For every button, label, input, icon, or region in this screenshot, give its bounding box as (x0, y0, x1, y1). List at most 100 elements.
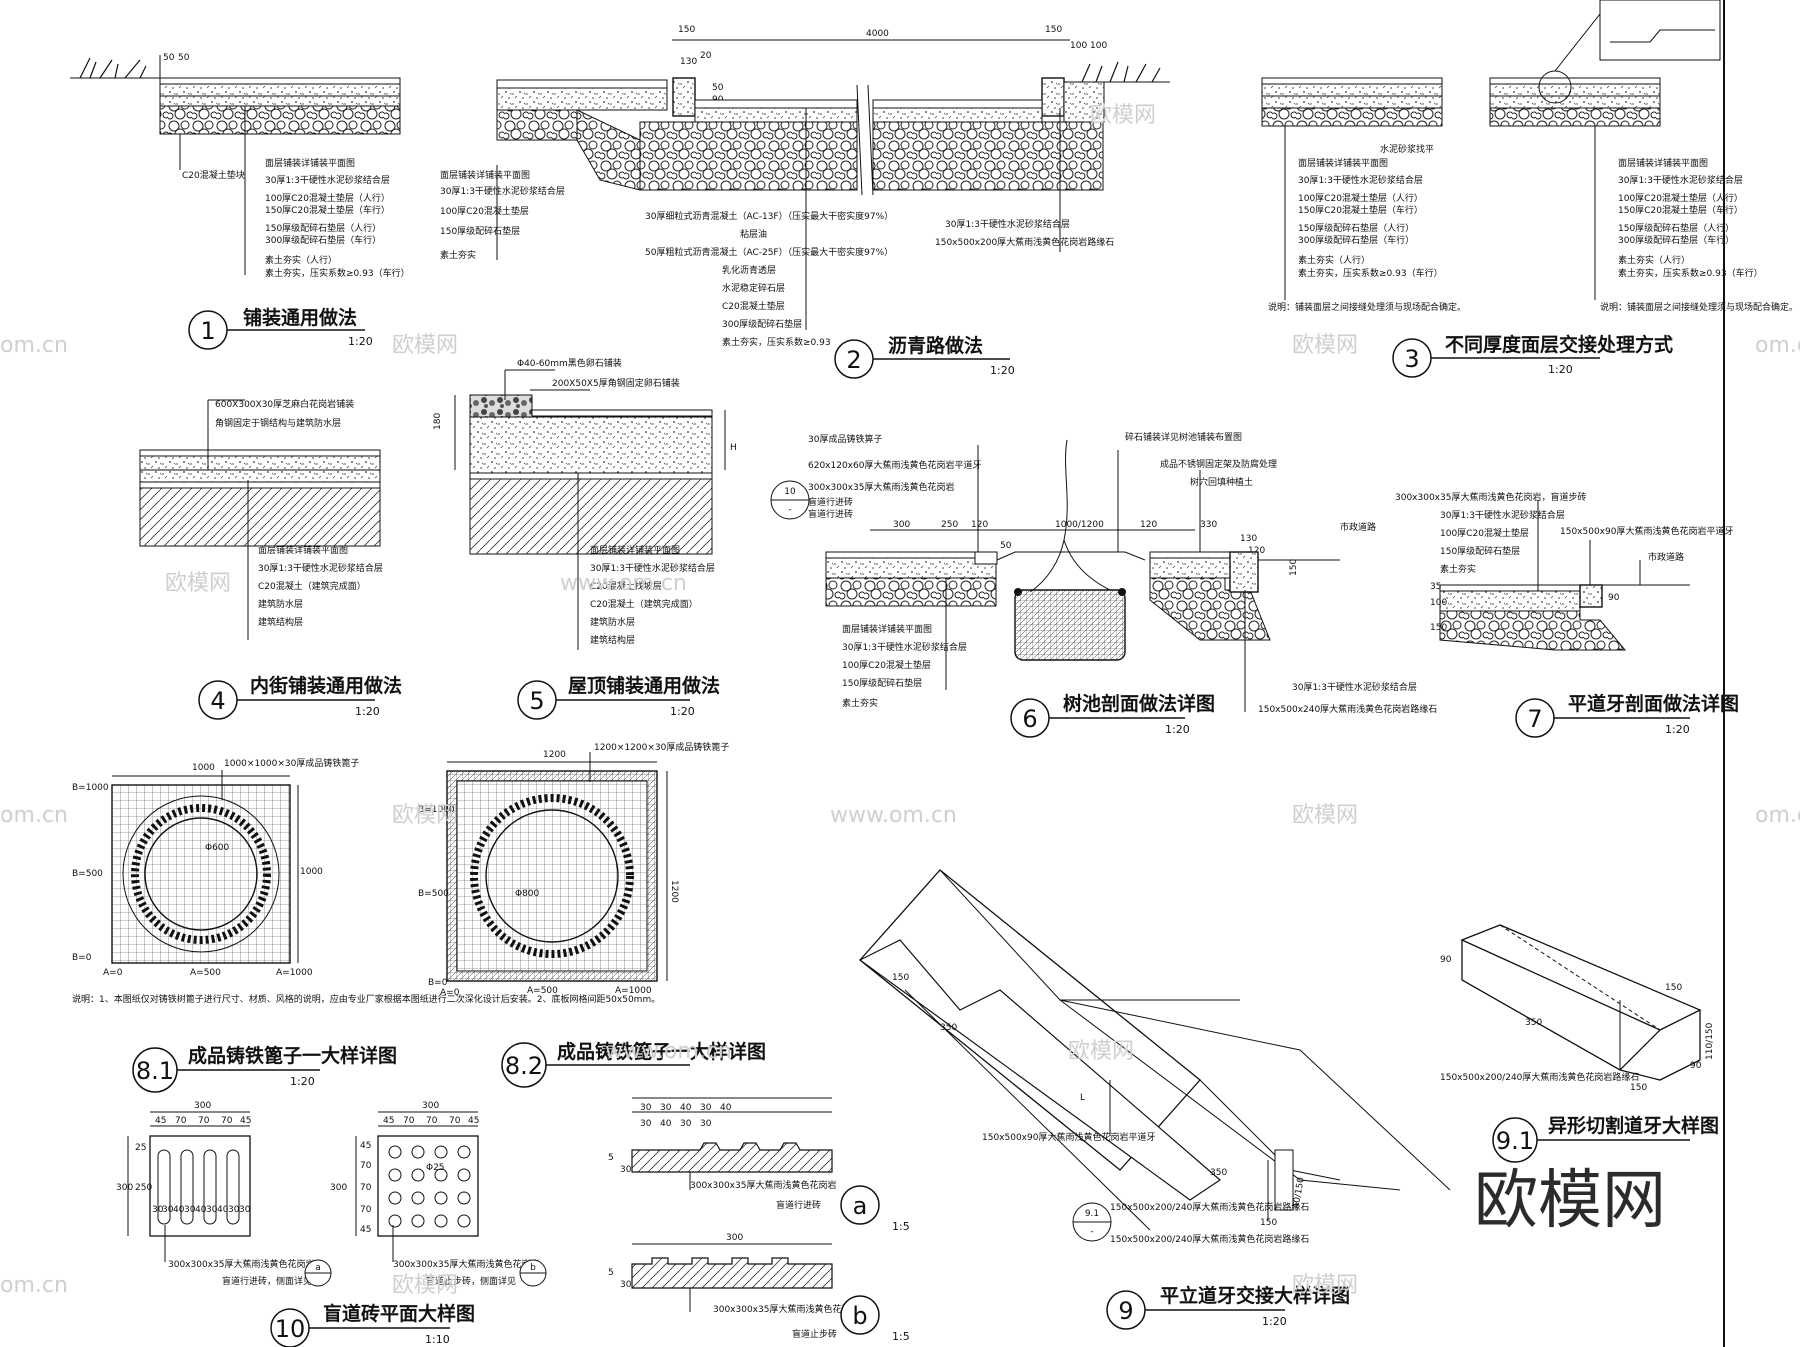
wm-5: om.cn (1755, 333, 1800, 358)
d4-label-1: 角钢固定于钢结构与建筑防水层 (215, 417, 341, 429)
d6-label-2: 300x300x35厚大蕉雨浅黄色花岗岩 (808, 481, 954, 493)
d81-dim-5: A=0 (103, 968, 123, 978)
d6-dim-4: 120 (1140, 520, 1157, 530)
d6-callout-top: 10 (784, 487, 796, 497)
d7-title: 平道牙剖面做法详图 (1568, 692, 1739, 715)
wm-8: om.cn (0, 803, 68, 828)
d9-dim-1: 350 (940, 1023, 957, 1033)
d1-dim-1: 50 (163, 53, 175, 63)
d81-label-1: Φ600 (205, 843, 230, 853)
d82-number: 8.2 (505, 1052, 543, 1080)
d82-dim-4: B=0 (428, 978, 448, 988)
d6-dim-8: 150 (1289, 559, 1299, 576)
db-dim-1: 5 (608, 1268, 614, 1278)
d3-label-3: 150厚C20混凝土垫层（车行） (1298, 204, 1423, 216)
d1-label-1: 面层铺装详铺装平面图 (265, 157, 355, 169)
d5-label-4: C20混凝土找坡层 (590, 580, 662, 592)
d3-label-1b: 30厚1:3干硬性水泥砂浆结合层 (1618, 174, 1743, 186)
d1-title-block: 1 铺装通用做法 1:20 (188, 306, 373, 350)
d10b-left-2: 70 (360, 1183, 372, 1193)
d10b-top-3: 70 (426, 1116, 438, 1126)
d91-dim-0: 90 (1440, 955, 1452, 965)
d5-label-1: 200X50X5厚角钢固定卵石铺装 (552, 377, 680, 389)
wm-11: 欧模网 (1292, 803, 1358, 828)
d3-label-8: 水泥砂浆找平 (1380, 143, 1434, 155)
d6-label-6: 30厚1:3干硬性水泥砂浆结合层 (842, 641, 967, 653)
d10a-top-1: 45 (155, 1116, 166, 1126)
d10a-bot-5: 30 (206, 1205, 218, 1215)
d7-scale: 1:20 (1665, 723, 1690, 736)
da-dim-10: 30 (620, 1165, 632, 1175)
d2-label-3: 150厚级配碎石垫层 (440, 225, 520, 237)
d4-label-0: 600X300X30厚芝麻白花岗岩铺装 (215, 398, 354, 410)
db-label-1: 盲道止步砖 (792, 1328, 837, 1340)
d6-label-0: 30厚成品铸铁箅子 (808, 433, 882, 445)
d6-callout-bottom: - (788, 505, 791, 515)
d9-label-1: 150x500x200/240厚大蕉雨浅黄色花岗岩路缘石 (1110, 1201, 1309, 1213)
detail-8-1: 1000 1000 B=1000 B=500 B=0 A=0 A=500 A=1… (72, 757, 660, 1093)
d4-label-6: 建筑结构层 (258, 616, 303, 628)
d10a-bot-6: 40 (217, 1205, 229, 1215)
da-dim-2: 40 (680, 1103, 692, 1113)
d6-label-15: 150x500x240厚大蕉雨浅黄色花岗岩路缘石 (1258, 703, 1437, 715)
d6-label-3: 盲道行进砖 (808, 496, 853, 508)
d1-scale: 1:20 (348, 335, 373, 348)
d81-dim-0: 1000 (192, 763, 215, 773)
d5-dim-1: H (730, 443, 737, 453)
wm-14: www.om.cn (605, 1039, 732, 1064)
d4-number: 4 (210, 687, 225, 715)
d9-title-block: 9 平立道牙交接大样详图 1:20 (1106, 1284, 1350, 1330)
wm-3: 欧模网 (1292, 333, 1358, 358)
d3-title-block: 3 不同厚度面层交接处理方式 1:20 (1392, 333, 1673, 378)
d1-dim-2: 50 (178, 53, 190, 63)
detail-b: 300 5 30 300x300x35厚大蕉雨浅黄色花岗岩 盲道止步砖 b 1:… (608, 1233, 910, 1343)
d81-title-block: 8.1 成品铸铁篦子一大样详图 1:20 (132, 1044, 397, 1093)
d2-label-12: 素土夯实，压实系数≥0.93 (722, 336, 831, 348)
d10a-top-3: 70 (198, 1116, 210, 1126)
da-dim-6: 40 (660, 1119, 672, 1129)
d3-label-5: 300厚级配碎石垫层（车行） (1298, 234, 1414, 246)
d7-label-0: 300x300x35厚大蕉雨浅黄色花岗岩，盲道步砖 (1395, 491, 1586, 503)
detail-1: 50 50 C20混凝土垫块 面层铺装详铺装平面图 30厚1:3干硬性水泥砂浆结… (70, 53, 410, 350)
d2-label-0: 面层铺装详铺装平面图 (440, 169, 530, 181)
d3-scale: 1:20 (1548, 363, 1573, 376)
d82-label-0: 1200×1200×30厚成品铸铁篦子 (594, 741, 729, 753)
d2-dim-0: 150 (678, 25, 695, 35)
d7-dim-1: 100 (1430, 598, 1447, 608)
da-dim-0: 30 (640, 1103, 652, 1113)
wm-4: om.cn (0, 333, 68, 358)
d91-title-block: 9.1 异形切割道牙大样图 (1492, 1114, 1719, 1163)
d2-label-4: 素土夯实 (440, 249, 476, 261)
da-dim-7: 30 (680, 1119, 692, 1129)
d81-title: 成品铸铁篦子一大样详图 (188, 1044, 397, 1067)
d6-dim-5: 330 (1200, 520, 1217, 530)
d3-label-1: 30厚1:3干硬性水泥砂浆结合层 (1298, 174, 1423, 186)
detail-6: 300 250 120 1000/1200 120 330 130 120 15… (770, 431, 1437, 738)
detail-9: 150 350 L 350 150 40/150 150x500x90厚大蕉雨浅… (858, 869, 1451, 1330)
d1-label-4: 150厚C20混凝土垫层（车行） (265, 204, 390, 216)
da-dim-9: 5 (608, 1153, 614, 1163)
d3-label-4: 150厚级配碎石垫层（人行） (1298, 222, 1414, 234)
da-label-1: 盲道行进砖 (776, 1199, 821, 1211)
d6-title: 树池剖面做法详图 (1063, 692, 1215, 715)
d1-label-3: 100厚C20混凝土垫层（人行） (265, 192, 390, 204)
d6-dim-6: 130 (1240, 534, 1257, 544)
d2-label-2: 100厚C20混凝土垫层 (440, 205, 529, 217)
d82-title-block: 8.2 成品铸铁篦子一大样详图 (501, 1040, 766, 1088)
d10b-sublabel: 盲道止步砖，侧面详见 (426, 1275, 516, 1287)
d9-title: 平立道牙交接大样详图 (1160, 1284, 1350, 1307)
d91-dim-2: 350 (1525, 1018, 1542, 1028)
d10b-top-5: 45 (468, 1116, 479, 1126)
wm-15: om.cn (0, 1273, 68, 1298)
wm-2: 欧模网 (392, 333, 458, 358)
d5-label-6: 建筑防水层 (590, 616, 635, 628)
d5-dim-0: 180 (433, 413, 443, 430)
d9-dim-4: 150 (1260, 1218, 1277, 1228)
d81-dim-1: 1000 (300, 867, 323, 877)
d2-label-10: C20混凝土垫层 (722, 300, 785, 312)
d6-callout-ref: 10 - 盲道行进砖 (770, 480, 853, 520)
wm-13: 欧模网 (1068, 1039, 1134, 1064)
d4-label-4: C20混凝土（建筑完成面） (258, 580, 366, 592)
d91-dim-3: 150 (1630, 1083, 1647, 1093)
d82-dim-5: A=0 (440, 988, 460, 998)
